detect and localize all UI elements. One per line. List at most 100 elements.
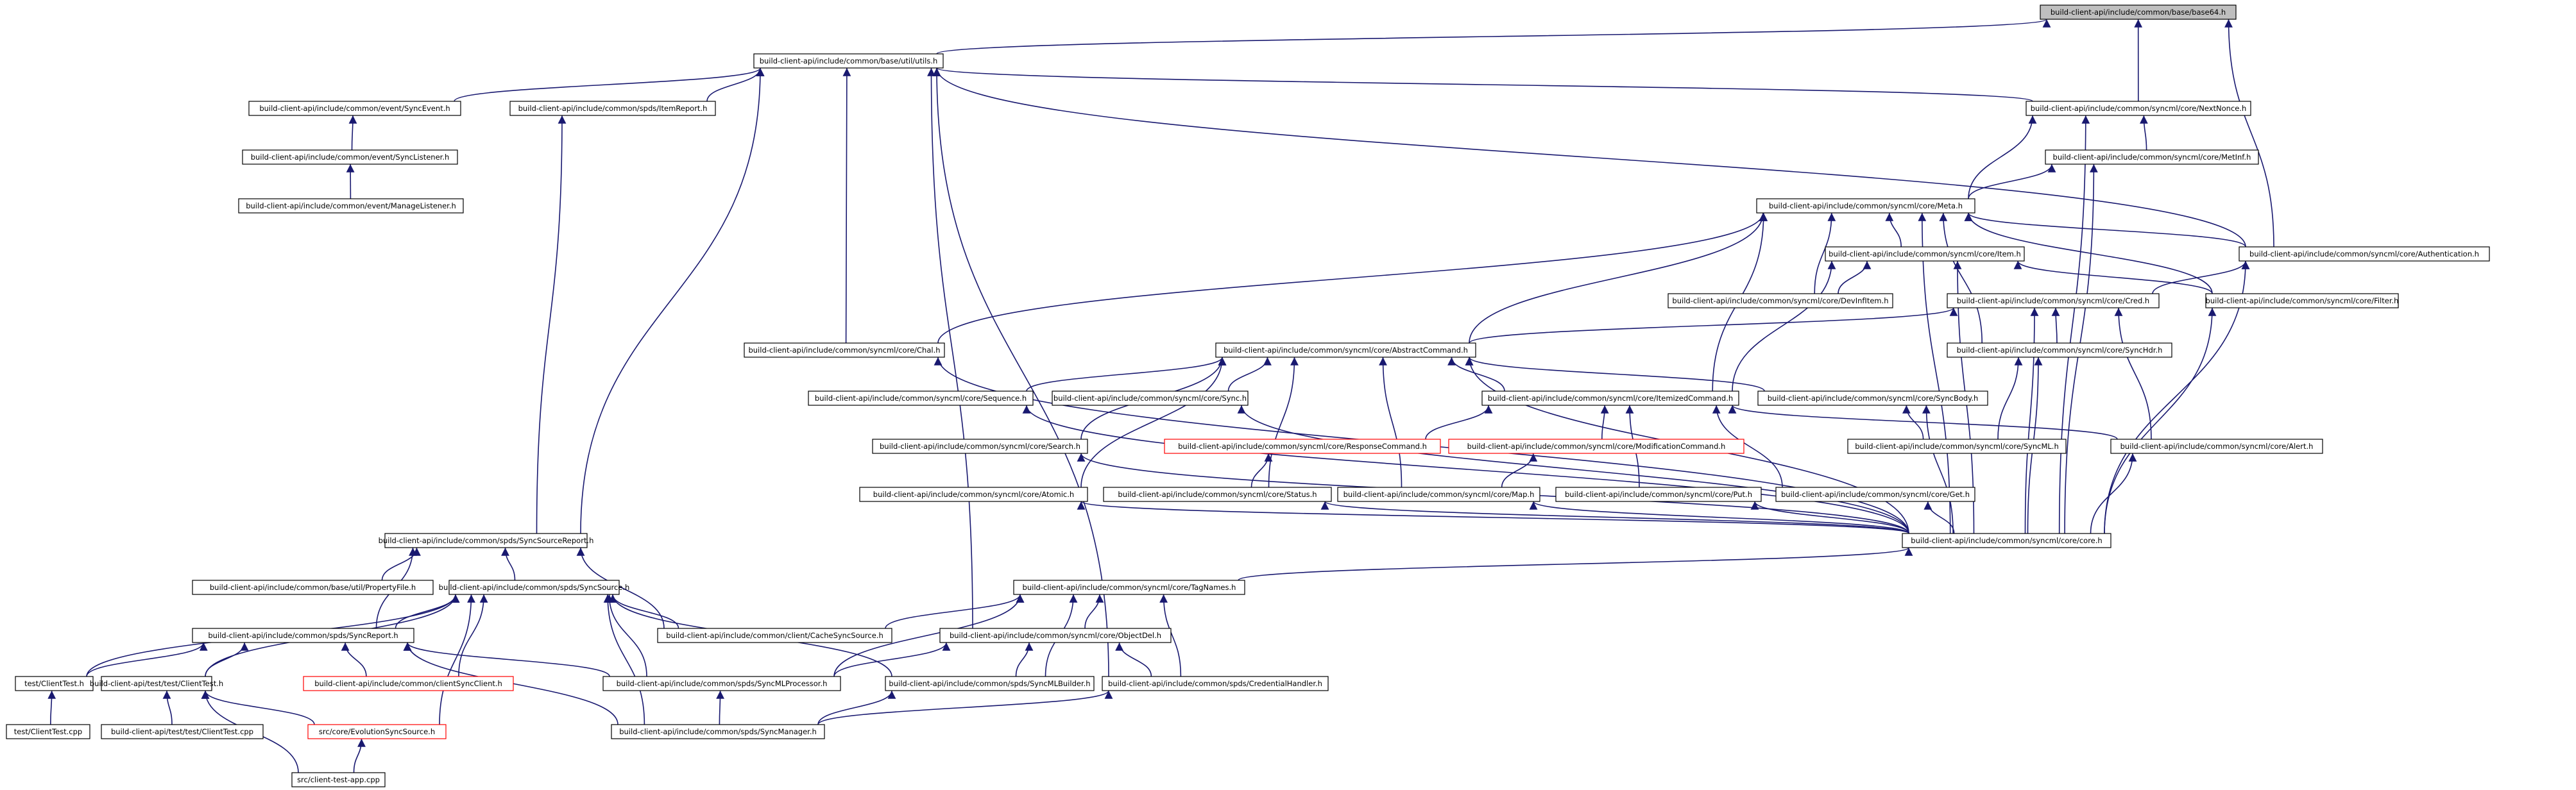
node-filter[interactable]: build-client-api/include/common/syncml/c… bbox=[2205, 293, 2399, 308]
edge-syncml-to-syncbody bbox=[1902, 405, 1924, 440]
node-syncmlbuilder[interactable]: build-client-api/include/common/spds/Syn… bbox=[885, 676, 1095, 691]
node-devinfitem[interactable]: build-client-api/include/common/syncml/c… bbox=[1668, 293, 1893, 308]
node-base64[interactable]: build-client-api/include/common/base/bas… bbox=[2040, 4, 2237, 20]
node-syncmlprocessor[interactable]: build-client-api/include/common/spds/Syn… bbox=[602, 676, 841, 691]
node-authentication[interactable]: build-client-api/include/common/syncml/c… bbox=[2239, 246, 2490, 262]
edge-syncsourcereport-to-utils bbox=[580, 67, 765, 534]
edge-core-to-sequence bbox=[1022, 405, 1909, 534]
edge-bcatest_clienttest_h-to-syncreport bbox=[205, 642, 249, 677]
node-clienttestapp[interactable]: src/client-test-app.cpp bbox=[291, 772, 386, 787]
node-label: build-client-api/include/common/syncml/c… bbox=[880, 442, 1080, 451]
node-label: build-client-api/include/common/syncml/c… bbox=[1343, 490, 1535, 499]
node-atomic[interactable]: build-client-api/include/common/syncml/c… bbox=[859, 487, 1088, 502]
node-label: build-client-api/include/common/syncml/c… bbox=[2249, 249, 2479, 258]
node-bcatest_clienttest_cpp[interactable]: build-client-api/test/test/ClientTest.cp… bbox=[101, 724, 264, 739]
node-clienttest_h[interactable]: test/ClientTest.h bbox=[15, 676, 94, 691]
node-label: build-client-api/include/common/syncml/c… bbox=[1053, 394, 1247, 403]
node-box bbox=[192, 580, 434, 595]
node-modificationcommand[interactable]: build-client-api/include/common/syncml/c… bbox=[1448, 439, 1744, 454]
edge-syncmanager-to-syncmlbuilder bbox=[817, 690, 896, 725]
edge-propertyfile-to-syncsourcereport bbox=[381, 547, 421, 581]
node-syncbody[interactable]: build-client-api/include/common/syncml/c… bbox=[1757, 391, 1988, 406]
node-put[interactable]: build-client-api/include/common/syncml/c… bbox=[1555, 487, 1762, 502]
node-box bbox=[303, 676, 514, 691]
edge-map-to-modificationcommand bbox=[1501, 453, 1538, 488]
node-itemizedcommand[interactable]: build-client-api/include/common/syncml/c… bbox=[1481, 391, 1739, 406]
node-label: build-client-api/include/common/syncml/c… bbox=[1178, 442, 1427, 451]
node-syncml[interactable]: build-client-api/include/common/syncml/c… bbox=[1847, 439, 2067, 454]
edge-utils-to-base64 bbox=[936, 19, 2051, 55]
node-box bbox=[1775, 487, 1975, 502]
node-label: build-client-api/include/common/spds/Syn… bbox=[379, 536, 594, 545]
edge-alert-to-itemizedcommand bbox=[1728, 405, 2118, 440]
node-syncsourcereport[interactable]: build-client-api/include/common/spds/Syn… bbox=[379, 533, 594, 548]
node-propertyfile[interactable]: build-client-api/include/common/base/uti… bbox=[192, 580, 434, 595]
node-label: build-client-api/include/common/syncml/c… bbox=[1957, 346, 2163, 355]
node-label: build-client-api/include/common/syncml/c… bbox=[1565, 490, 1752, 499]
node-chal[interactable]: build-client-api/include/common/syncml/c… bbox=[744, 342, 945, 358]
edge-evolutionsyncsource-to-syncsource bbox=[439, 594, 475, 725]
node-search[interactable]: build-client-api/include/common/syncml/c… bbox=[872, 439, 1088, 454]
node-core[interactable]: build-client-api/include/common/syncml/c… bbox=[1902, 533, 2111, 548]
node-tagnames[interactable]: build-client-api/include/common/syncml/c… bbox=[1013, 580, 1245, 595]
node-label: build-client-api/include/common/syncml/c… bbox=[950, 631, 1161, 640]
node-syncsource[interactable]: build-client-api/include/common/spds/Syn… bbox=[439, 580, 630, 595]
node-box bbox=[611, 724, 825, 739]
node-abstractcommand[interactable]: build-client-api/include/common/syncml/c… bbox=[1215, 342, 1476, 358]
node-cachesyncsource[interactable]: build-client-api/include/common/client/C… bbox=[657, 628, 892, 643]
node-synchdr[interactable]: build-client-api/include/common/syncml/c… bbox=[1947, 342, 2172, 358]
node-box bbox=[1668, 293, 1893, 308]
edge-syncmanager-to-credentialhandler bbox=[817, 690, 1113, 725]
node-alert[interactable]: build-client-api/include/common/syncml/c… bbox=[2110, 439, 2323, 454]
node-responsecommand[interactable]: build-client-api/include/common/syncml/c… bbox=[1164, 439, 1441, 454]
node-syncmanager[interactable]: build-client-api/include/common/spds/Syn… bbox=[611, 724, 825, 739]
node-sequence[interactable]: build-client-api/include/common/syncml/c… bbox=[808, 391, 1034, 406]
edge-syncml-to-synchdr bbox=[1997, 357, 2023, 440]
node-cred[interactable]: build-client-api/include/common/syncml/c… bbox=[1947, 293, 2160, 308]
node-item[interactable]: build-client-api/include/common/syncml/c… bbox=[1825, 246, 2025, 262]
node-itemreport[interactable]: build-client-api/include/common/spds/Ite… bbox=[509, 101, 716, 116]
node-box bbox=[384, 533, 588, 548]
node-box bbox=[242, 149, 458, 165]
node-credentialhandler[interactable]: build-client-api/include/common/spds/Cre… bbox=[1102, 676, 1329, 691]
node-objectdel[interactable]: build-client-api/include/common/syncml/c… bbox=[939, 628, 1172, 643]
node-status[interactable]: build-client-api/include/common/syncml/c… bbox=[1103, 487, 1332, 502]
node-label: test/ClientTest.cpp bbox=[14, 727, 82, 736]
node-box bbox=[307, 724, 447, 739]
node-bcatest_clienttest_h[interactable]: build-client-api/test/test/ClientTest.h bbox=[90, 676, 223, 691]
edge-meta-to-metinf bbox=[1968, 164, 2056, 199]
edge-sequence-to-abstractcommand bbox=[1026, 357, 1227, 392]
node-map[interactable]: build-client-api/include/common/syncml/c… bbox=[1337, 487, 1540, 502]
node-label: build-client-api/include/common/spds/Cre… bbox=[1108, 679, 1322, 688]
node-metinf[interactable]: build-client-api/include/common/syncml/c… bbox=[2045, 149, 2259, 165]
node-clienttest_cpp[interactable]: test/ClientTest.cpp bbox=[6, 724, 90, 739]
edge-status-to-responsecommand bbox=[1250, 453, 1273, 488]
node-nextnonce[interactable]: build-client-api/include/common/syncml/c… bbox=[2026, 101, 2251, 116]
node-syncevent[interactable]: build-client-api/include/common/event/Sy… bbox=[248, 101, 461, 116]
node-box bbox=[291, 772, 386, 787]
node-box bbox=[509, 101, 716, 116]
node-utils[interactable]: build-client-api/include/common/base/uti… bbox=[753, 53, 944, 69]
node-sync[interactable]: build-client-api/include/common/syncml/c… bbox=[1052, 391, 1249, 406]
edge-atomic-to-abstractcommand bbox=[1080, 357, 1227, 488]
edge-syncmanager-to-syncmlprocessor bbox=[716, 690, 724, 725]
node-evolutionsyncsource[interactable]: src/core/EvolutionSyncSource.h bbox=[307, 724, 447, 739]
node-box bbox=[2040, 4, 2237, 20]
node-get[interactable]: build-client-api/include/common/syncml/c… bbox=[1775, 487, 1975, 502]
node-box bbox=[1555, 487, 1762, 502]
edge-abstractcommand-to-meta bbox=[1469, 212, 1768, 344]
node-meta[interactable]: build-client-api/include/common/syncml/c… bbox=[1756, 198, 1975, 214]
node-label: build-client-api/include/common/event/Ma… bbox=[246, 201, 456, 210]
edge-core-to-atomic bbox=[1077, 501, 1909, 534]
edge-chal-to-utils bbox=[842, 67, 851, 344]
edge-modificationcommand-to-itemizedcommand bbox=[1600, 405, 1609, 440]
node-box bbox=[2110, 439, 2323, 454]
node-synclistener[interactable]: build-client-api/include/common/event/Sy… bbox=[242, 149, 458, 165]
node-dmtclient[interactable]: build-client-api/include/common/clientSy… bbox=[303, 676, 514, 691]
node-syncreport[interactable]: build-client-api/include/common/spds/Syn… bbox=[192, 628, 414, 643]
node-managelistener[interactable]: build-client-api/include/common/event/Ma… bbox=[238, 198, 464, 214]
edge-core-to-get bbox=[1923, 501, 1955, 534]
node-box bbox=[1103, 487, 1332, 502]
node-box bbox=[2026, 101, 2251, 116]
